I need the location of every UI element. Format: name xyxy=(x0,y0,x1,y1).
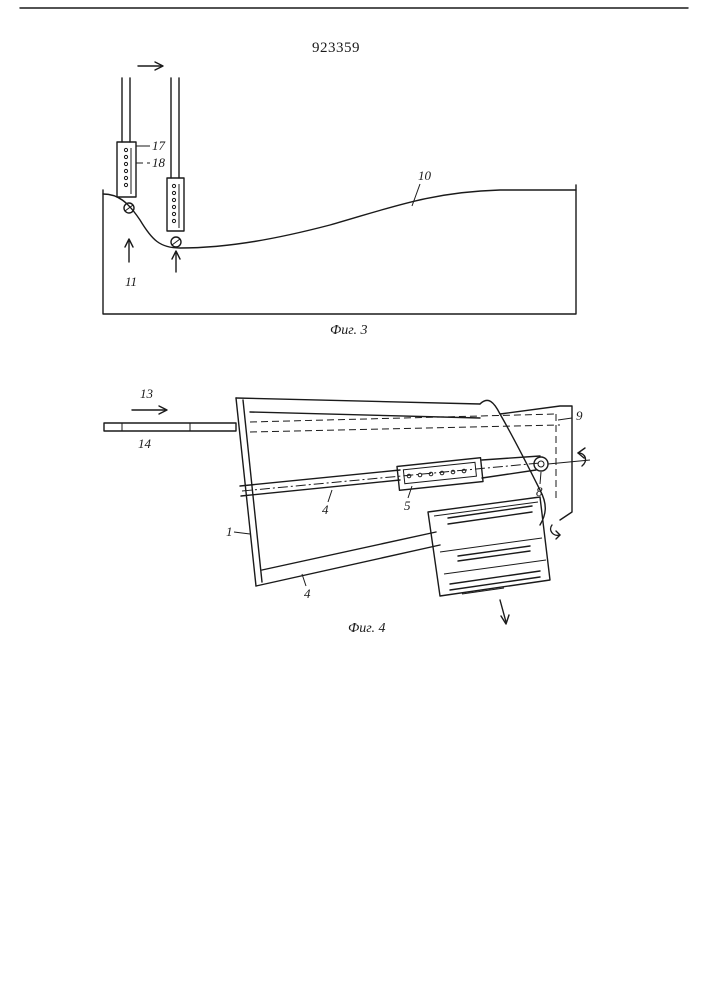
leader-5 xyxy=(408,486,412,498)
label-5: 5 xyxy=(404,498,411,513)
figure-3-caption: Фиг. 3 xyxy=(330,323,368,338)
label-4-lower: 4 xyxy=(304,586,311,601)
label-14: 14 xyxy=(138,436,152,451)
label-17: 17 xyxy=(152,138,166,153)
leader-9 xyxy=(558,418,572,420)
label-11: 11 xyxy=(125,274,137,289)
upward-arrow-left xyxy=(125,239,133,262)
figure-3: 17 18 10 11 Фиг. 3 xyxy=(103,62,576,338)
pivot-joint xyxy=(534,457,590,471)
upward-arrow-right xyxy=(172,251,180,272)
label-9: 9 xyxy=(576,408,583,423)
label-4-upper: 4 xyxy=(322,502,329,517)
guide-rail xyxy=(240,463,540,496)
feed-direction-arrow xyxy=(132,406,167,414)
output-direction-arrow xyxy=(500,600,509,624)
right-pendulum-arm xyxy=(167,78,184,247)
output-unit xyxy=(428,497,550,596)
base-frame xyxy=(103,185,576,314)
label-1: 1 xyxy=(226,524,233,539)
motion-arrow-right xyxy=(138,62,163,70)
figure-4: 13 14 xyxy=(104,386,590,636)
slider-block xyxy=(397,456,540,490)
figure-4-caption: Фиг. 4 xyxy=(348,621,386,636)
leader-10 xyxy=(412,184,420,206)
label-13: 13 xyxy=(140,386,154,401)
label-10: 10 xyxy=(418,168,432,183)
rotation-arrow-bottom xyxy=(551,525,560,539)
leader-8 xyxy=(540,472,541,484)
leader-1 xyxy=(234,532,250,534)
leader-4-upper xyxy=(328,490,332,502)
patent-number: 923359 xyxy=(312,40,360,56)
label-18: 18 xyxy=(152,155,166,170)
label-8: 8 xyxy=(536,484,543,499)
left-pendulum-arm xyxy=(117,78,136,213)
rotation-arrow-top xyxy=(578,448,585,466)
push-rod xyxy=(104,423,236,431)
